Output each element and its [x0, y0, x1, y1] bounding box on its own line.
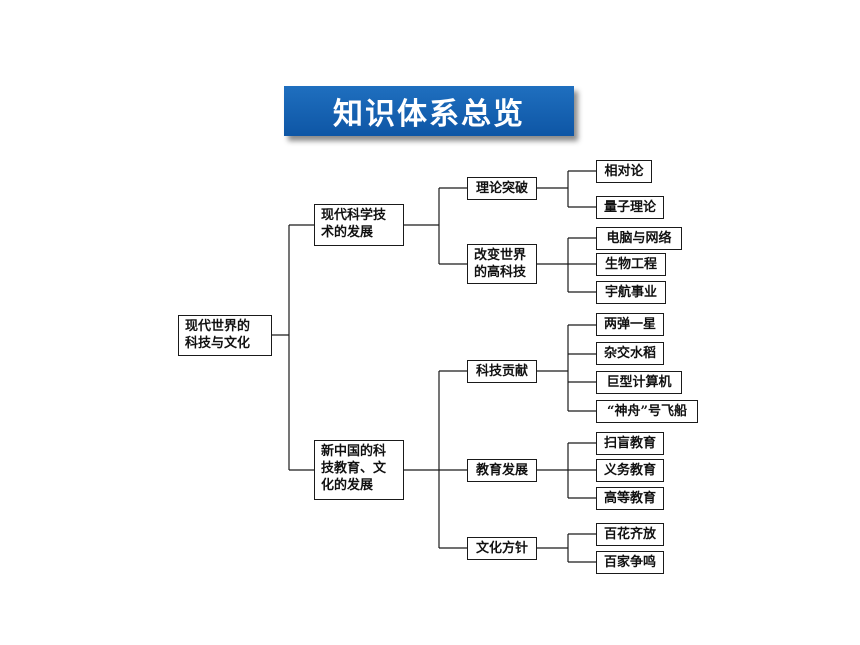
leaf-node: 电脑与网络 — [596, 227, 682, 250]
sub-node-high-tech: 改变世界 的高科技 — [467, 244, 537, 284]
leaf-node: 义务教育 — [596, 459, 664, 482]
leaf-node: 百家争鸣 — [596, 551, 664, 574]
sub-node-tech-contribution: 科技贡献 — [467, 360, 537, 383]
branch-node-modern-science: 现代科学技 术的发展 — [314, 204, 404, 246]
leaf-node: 巨型计算机 — [596, 371, 682, 394]
page-title: 知识体系总览 — [284, 86, 574, 136]
sub-node-theory-breakthrough: 理论突破 — [467, 177, 537, 200]
sub-node-culture-policy: 文化方针 — [467, 537, 537, 560]
sub-node-education: 教育发展 — [467, 459, 537, 482]
leaf-node: 杂交水稻 — [596, 342, 664, 365]
root-node: 现代世界的 科技与文化 — [178, 315, 272, 356]
leaf-node: 相对论 — [596, 160, 652, 183]
leaf-node: 百花齐放 — [596, 523, 664, 546]
leaf-node: 量子理论 — [596, 196, 664, 219]
leaf-node: 两弹一星 — [596, 313, 664, 336]
leaf-node: 高等教育 — [596, 487, 664, 510]
leaf-node: 生物工程 — [596, 253, 666, 276]
leaf-node: 扫盲教育 — [596, 432, 664, 455]
branch-node-new-china: 新中国的科 技教育、文 化的发展 — [314, 440, 404, 500]
leaf-node: 宇航事业 — [596, 281, 666, 304]
leaf-node: “神舟”号飞船 — [596, 400, 698, 423]
